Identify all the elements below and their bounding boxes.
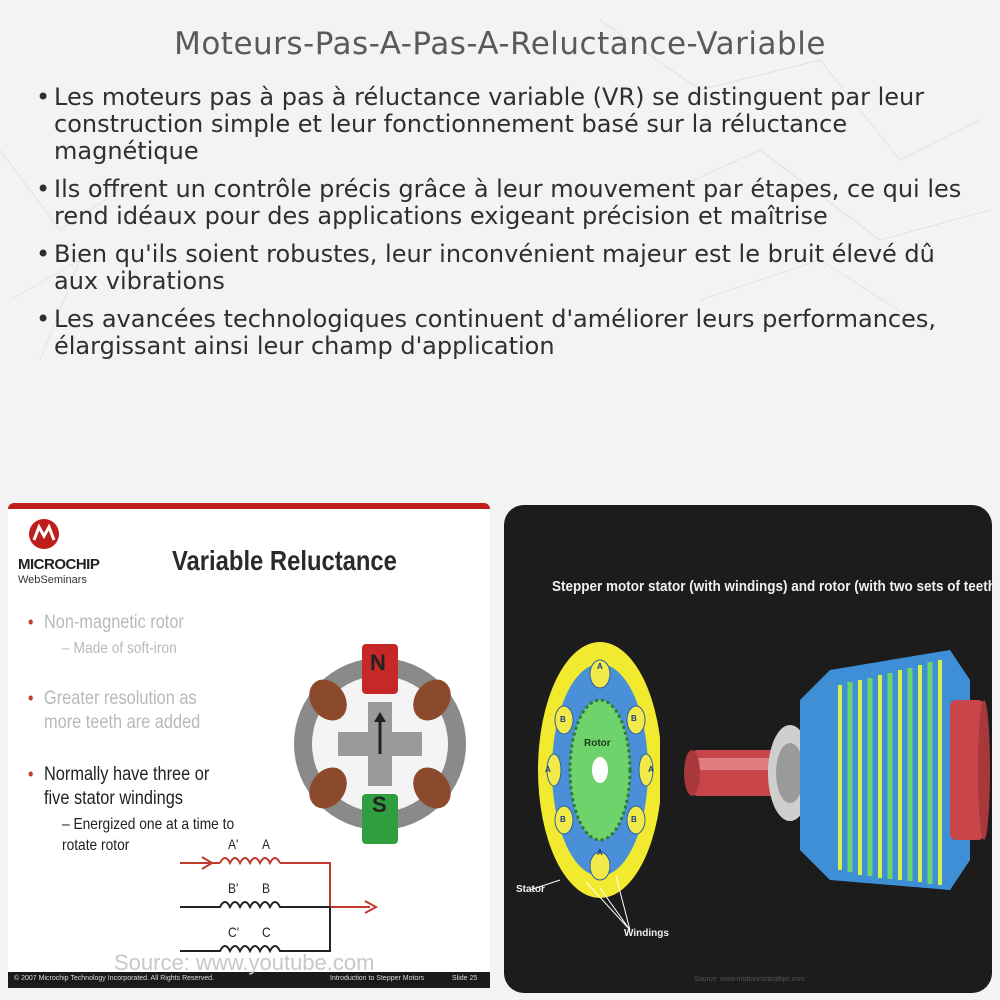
north-pole-label: N [370, 650, 386, 675]
rotor-label: Rotor [584, 738, 611, 749]
slide-footer-copyright: © 2007 Microchip Technology Incorporated… [14, 975, 214, 982]
pole-letter: A [597, 848, 603, 857]
slide-point: Normally have three or [44, 764, 210, 785]
coil-label: C' [228, 924, 240, 940]
slide-subpoint: rotate rotor [62, 837, 130, 854]
page-title: Moteurs-Pas-A-Pas-A-Reluctance-Variable [174, 26, 826, 62]
slide-point: Non-magnetic rotor [44, 612, 184, 633]
pole-letter: B [631, 714, 637, 723]
vr-motor-diagram [294, 644, 466, 844]
slide-title: Variable Reluctance [172, 545, 397, 576]
pole-letter: A [597, 662, 603, 671]
slide-point: five stator windings [44, 788, 183, 809]
pole-letter: A [545, 765, 551, 774]
slide-point: Greater resolution as [44, 688, 197, 709]
slide-footer-number: Slide 25 [452, 975, 478, 982]
slide-footer-title: Introduction to Stepper Motors [330, 975, 425, 982]
windings-label: Windings [624, 928, 669, 939]
pole-letter: B [560, 815, 566, 824]
bullet-item: •Les moteurs pas à pas à réluctance vari… [36, 83, 925, 165]
right-image-title: Stepper motor stator (with windings) and… [552, 578, 1000, 595]
right-image-source: Source: www.motioncontroltips.com [694, 976, 805, 983]
coil-label: B [262, 880, 271, 896]
pole-letter: B [560, 715, 566, 724]
bullet-item: •Ils offrent un contrôle précis grâce à … [36, 175, 962, 230]
stator-diagram [529, 642, 660, 931]
coil-label: B' [228, 880, 239, 896]
south-pole [362, 794, 398, 844]
south-pole-label: S [372, 792, 387, 817]
slide-subpoint: – Energized one at a time to [62, 816, 235, 833]
left-image-source: Source: www.youtube.com [114, 950, 375, 975]
coil-label: A' [228, 836, 239, 852]
bullet-list: •Les moteurs pas à pas à réluctance vari… [30, 84, 975, 371]
pole-letter: B [631, 815, 637, 824]
slide-bullet-dot: • [28, 612, 34, 632]
rotor-render [684, 650, 990, 890]
bullet-item: •Les avancées technologiques continuent … [36, 305, 936, 360]
microchip-logo-icon [29, 519, 59, 549]
stator-label: Stator [516, 884, 545, 895]
brand-subtitle: WebSeminars [18, 574, 87, 586]
coil-circuit-diagram [180, 856, 379, 954]
slide-bullet-dot: • [28, 688, 34, 708]
slide-subpoint: – Made of soft-iron [62, 640, 177, 657]
coil-label: A [262, 836, 271, 852]
pole-letter: A [648, 765, 654, 774]
slide-bullet-dot: • [28, 764, 34, 784]
bullet-item: •Bien qu'ils soient robustes, leur incon… [36, 240, 935, 295]
slide-point: more teeth are added [44, 712, 201, 733]
brand-name: MICROCHIP [18, 556, 100, 573]
coil-label: C [262, 924, 271, 940]
slide-top-bar [8, 503, 490, 509]
slide-footer-bar [8, 972, 490, 988]
north-pole [362, 644, 398, 694]
